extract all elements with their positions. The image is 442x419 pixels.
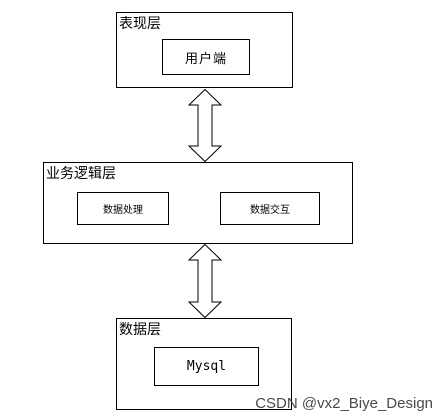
mysql-box: Mysql [154, 347, 259, 386]
presentation-layer-title: 表现层 [119, 16, 161, 32]
data-processing-box: 数据处理 [77, 192, 169, 225]
business-logic-layer-title: 业务逻辑层 [46, 166, 116, 182]
watermark-text: CSDN @vx2_Biye_Design [255, 395, 433, 412]
mysql-label: Mysql [186, 359, 227, 374]
presentation-business-arrow-icon [187, 88, 223, 163]
business-data-arrow-icon [187, 243, 223, 319]
data-layer: 数据层 Mysql [116, 318, 292, 410]
data-processing-label: 数据处理 [103, 205, 143, 216]
client-box: 用户端 [162, 39, 250, 75]
presentation-layer: 表现层 用户端 [116, 12, 293, 88]
data-interaction-box: 数据交互 [220, 192, 320, 225]
client-label: 用户端 [184, 51, 227, 67]
data-layer-title: 数据层 [119, 322, 161, 338]
data-interaction-label: 数据交互 [250, 205, 290, 216]
business-logic-layer: 业务逻辑层 数据处理 数据交互 [43, 162, 353, 244]
